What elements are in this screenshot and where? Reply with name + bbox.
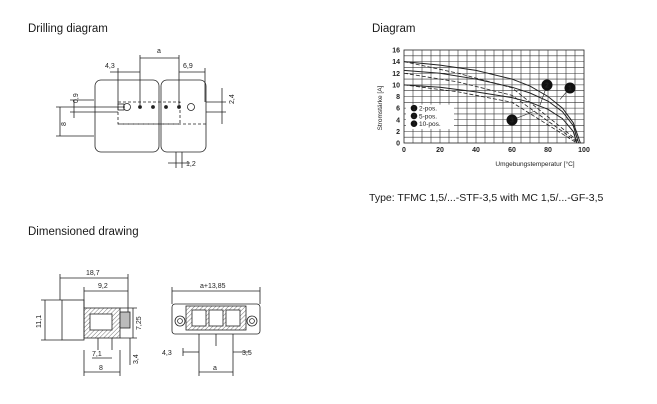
dim-7-1: 7,1 bbox=[92, 351, 102, 358]
drill-dim-1-2: 1,2 bbox=[186, 161, 196, 168]
chart-legend-marker bbox=[410, 120, 418, 128]
chart-derating-line bbox=[403, 61, 581, 144]
drill-body-right bbox=[160, 79, 207, 153]
chart-x-tick-label: 80 bbox=[544, 147, 552, 154]
chart-series-marker bbox=[564, 82, 576, 94]
side-view-plug bbox=[61, 299, 85, 341]
dim-a: a bbox=[213, 365, 217, 372]
dim-11-1: 11,1 bbox=[36, 315, 43, 328]
chart-series-marker-number: 1 bbox=[568, 86, 572, 93]
dimensioned-drawing-heading: Dimensioned drawing bbox=[28, 226, 139, 238]
dim-3-5: 3,5 bbox=[242, 350, 252, 357]
chart-legend-marker-number: 1 bbox=[413, 106, 416, 112]
drill-hole bbox=[187, 103, 195, 111]
drill-dim-4-3: 4,3 bbox=[105, 63, 115, 70]
flange-screw-icon bbox=[246, 315, 258, 327]
type-designation: Type: TFMC 1,5/...-STF-3,5 with MC 1,5/.… bbox=[369, 192, 604, 204]
chart-y-tick-label: 0 bbox=[396, 141, 400, 148]
dim-7-25: 7,25 bbox=[136, 316, 143, 330]
chart-y-tick-label: 10 bbox=[392, 82, 400, 89]
chart-derating-line bbox=[403, 84, 578, 144]
chart-legend-marker bbox=[410, 104, 418, 112]
chart-y-tick-label: 12 bbox=[392, 71, 400, 78]
dim-9-2: 9,2 bbox=[98, 283, 108, 290]
chart-y-tick-label: 2 bbox=[396, 129, 400, 136]
chart-y-tick-label: 16 bbox=[392, 48, 400, 55]
chart-legend-marker-number: 3 bbox=[413, 122, 416, 128]
dim-a-plus-13-85: a+13,85 bbox=[200, 283, 226, 290]
chart-series-marker bbox=[506, 114, 518, 126]
chart-series-marker-number: 3 bbox=[510, 118, 514, 125]
drill-dim-0-9: 0,9 bbox=[73, 93, 80, 103]
chart-x-tick-label: 0 bbox=[402, 147, 406, 154]
chart-legend-label: 5-pos. bbox=[419, 113, 437, 120]
chart-y-tick-label: 6 bbox=[396, 106, 400, 113]
chart-x-tick-label: 20 bbox=[436, 147, 444, 154]
chart-legend-label: 2-pos. bbox=[419, 106, 437, 113]
drill-dim-8: 8 bbox=[61, 122, 68, 126]
chart-series-marker-number: 2 bbox=[545, 83, 549, 90]
chart-x-tick-label: 60 bbox=[508, 147, 516, 154]
chart-legend-marker bbox=[410, 112, 418, 120]
chart-derating-line bbox=[403, 72, 579, 144]
chart-series: 1 2 3 bbox=[403, 61, 581, 144]
drilling-diagram-heading: Drilling diagram bbox=[28, 23, 108, 35]
drill-dim-a: a bbox=[157, 48, 161, 55]
chart-y-tick-label: 4 bbox=[396, 117, 400, 124]
chart-y-tick-label: 14 bbox=[392, 59, 400, 66]
flange-screw-icon bbox=[174, 315, 186, 327]
chart-series-line bbox=[403, 84, 578, 144]
chart-x-tick-label: 100 bbox=[578, 147, 590, 154]
diagram-heading: Diagram bbox=[372, 23, 416, 35]
chart-legend-label: 10-pos. bbox=[419, 121, 441, 128]
chart-legend-marker-number: 2 bbox=[413, 114, 416, 120]
dim-8: 8 bbox=[99, 365, 103, 372]
dim-3-4: 3,4 bbox=[133, 354, 140, 364]
dim-18-7: 18,7 bbox=[86, 270, 100, 277]
chart-series-line bbox=[403, 69, 580, 144]
chart-x-axis-label: Umgebungstemperatur [°C] bbox=[495, 160, 574, 168]
chart-x-tick-label: 40 bbox=[472, 147, 480, 154]
drill-dim-2-4: 2,4 bbox=[229, 94, 236, 104]
chart-series-line bbox=[403, 61, 581, 144]
drill-dim-6-9: 6,9 bbox=[183, 63, 193, 70]
dim-4-3: 4,3 bbox=[162, 350, 172, 357]
drill-body-left bbox=[94, 79, 160, 153]
chart-y-axis-label: Stromstärke [A] bbox=[377, 85, 384, 130]
chart-series-marker bbox=[541, 79, 553, 91]
chart-y-tick-label: 8 bbox=[396, 94, 400, 101]
